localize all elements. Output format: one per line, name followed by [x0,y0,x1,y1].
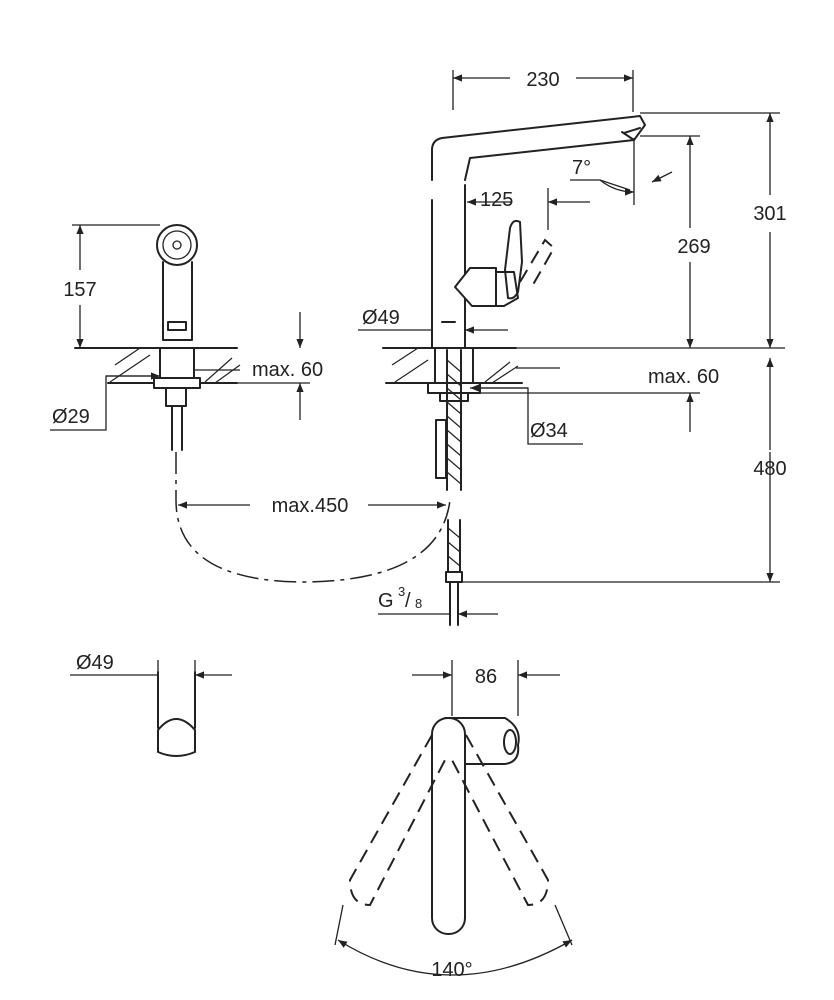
dim-86-label: 86 [475,666,497,688]
dim-34-label: Ø34 [530,420,568,442]
hose-loop [175,452,451,583]
dim-thread-den: 8 [415,596,422,611]
dim-thread-num: 3 [398,584,405,599]
dim-max450: max.450 [178,495,446,517]
dim-7deg-label: 7° [572,157,591,179]
dim-29: Ø29 [50,372,160,431]
hand-shower-side-view [156,224,198,349]
countertop-left [74,347,241,451]
dim-269-label: 269 [677,236,710,258]
dim-thread: G 3 / 8 [378,584,498,618]
dim-max60-right-label: max. 60 [648,366,719,388]
dim-thread-prefix: G [378,590,394,612]
dim-125: 125 [467,188,590,230]
dim-301-label: 301 [753,203,786,225]
dim-49-head: Ø49 [70,652,232,690]
dim-max60-left-label: max. 60 [252,359,323,381]
dim-49-body: Ø49 [358,307,508,334]
countertop-right [382,347,523,626]
hand-shower-top-view [157,671,196,757]
dim-29-label: Ø29 [52,406,90,428]
dim-140deg-label: 140° [431,959,472,981]
dim-max60-right: max. 60 [480,358,774,450]
dim-thread-slash: / [405,590,411,612]
dim-301: 301 [640,112,787,348]
faucet-side-view [431,115,646,349]
dim-max450-label: max.450 [272,495,349,517]
dim-157: 157 [63,224,160,348]
dim-269: 269 [640,135,711,348]
dim-49-head-label: Ø49 [76,652,114,674]
dim-230-label: 230 [526,69,559,91]
dim-86: 86 [412,660,560,716]
dim-125-label: 125 [480,189,513,211]
dim-max60-left: max. 60 [195,312,323,420]
dim-7deg: 7° [570,138,673,205]
dim-34: Ø34 [470,384,583,445]
dim-157-label: 157 [63,279,96,301]
dim-480: 480 [462,452,787,583]
dim-230: 230 [452,69,634,112]
faucet-top-view [334,717,573,976]
dim-49-body-label: Ø49 [362,307,400,329]
dim-480-label: 480 [753,458,786,480]
